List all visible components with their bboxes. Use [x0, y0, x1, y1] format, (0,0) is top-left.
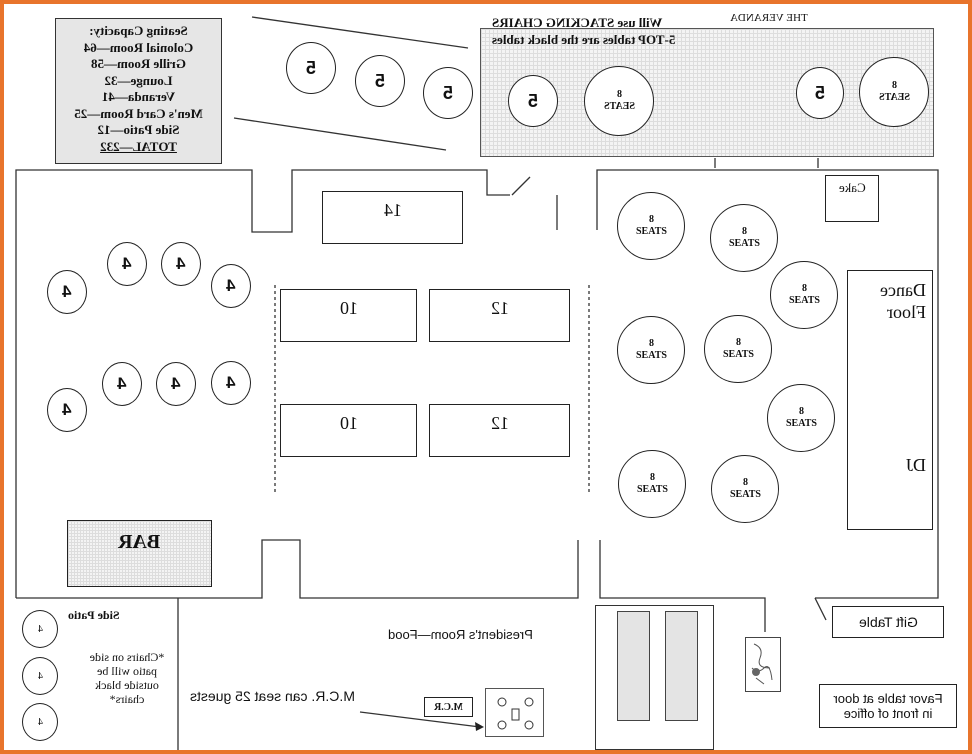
capacity-line: Lounge—32 — [104, 72, 173, 88]
capacity-line: Grille Room—58 — [91, 56, 186, 71]
long-table-14[interactable]: 14 — [322, 191, 463, 244]
mcr-note: M.C.R. can seat 25 guests — [190, 688, 355, 704]
long-table-12[interactable]: 12 — [429, 289, 570, 342]
five-top-table[interactable]: 5 — [423, 67, 473, 119]
veranda-table[interactable]: 8 SEATS — [584, 66, 654, 136]
sketch-icon — [751, 643, 773, 685]
seating-capacity-box: Seating Capacity: Colonial Room—64 Grill… — [55, 18, 222, 164]
four-top-table[interactable]: 4 — [161, 242, 201, 286]
capacity-line: Colonial Room—64 — [83, 39, 194, 55]
bar[interactable]: BAR — [67, 520, 212, 587]
side-patio-title: Side Patio — [68, 608, 120, 622]
four-top-table[interactable]: 4 — [107, 242, 147, 286]
veranda-label: THE VERANDA — [730, 12, 808, 24]
veranda-table[interactable]: 8 SEATS — [859, 57, 929, 127]
long-table-12[interactable]: 12 — [429, 404, 570, 457]
mcr-table-icon — [497, 697, 534, 730]
four-top-table[interactable]: 4 — [47, 270, 87, 314]
side-patio-table[interactable]: 4 — [22, 703, 58, 741]
four-top-table[interactable]: 4 — [102, 362, 142, 406]
side-patio-note: *Chairs on side patio will be outside bl… — [89, 650, 165, 706]
long-table-10[interactable]: 10 — [280, 289, 417, 342]
four-top-table[interactable]: 4 — [156, 362, 196, 406]
veranda-table[interactable]: 5 — [796, 67, 844, 119]
food-table[interactable] — [665, 611, 698, 721]
capacity-line: Men's Card Room—25 — [74, 105, 203, 121]
cake-table[interactable]: Cake — [825, 175, 879, 222]
four-top-table[interactable]: 4 — [211, 264, 251, 308]
four-top-table[interactable]: 4 — [211, 361, 251, 405]
capacity-total: TOTAL—232 — [100, 138, 177, 154]
capacity-line: Veranda—41 — [101, 89, 176, 104]
favor-table[interactable]: Favor table at door in front of office — [819, 684, 957, 728]
dance-floor-label: Dance Floor — [880, 280, 926, 322]
dance-floor[interactable]: Dance Floor DJ — [847, 270, 933, 530]
side-patio-table[interactable]: 4 — [22, 610, 58, 648]
five-top-table[interactable]: 5 — [286, 42, 336, 94]
side-patio-table[interactable]: 4 — [22, 657, 58, 695]
gift-table[interactable]: Gift Table — [832, 606, 944, 638]
capacity-line: Side Patio—12 — [97, 122, 180, 137]
sketch-image — [745, 637, 781, 692]
mcr-label-box: M.C.R — [424, 697, 473, 717]
long-table-10[interactable]: 10 — [280, 404, 417, 457]
presidents-room-label: President's Room—Food — [388, 627, 533, 642]
five-top-table[interactable]: 5 — [355, 55, 405, 107]
five-top-note: 5-TOP tables are the black tables — [492, 32, 676, 47]
mcr-room[interactable] — [485, 688, 544, 737]
capacity-title: Seating Capacity: — [89, 23, 188, 38]
presidents-room-food-area — [595, 605, 714, 750]
four-top-table[interactable]: 4 — [47, 388, 87, 432]
food-table[interactable] — [617, 611, 650, 721]
veranda-table[interactable]: 5 — [508, 75, 558, 127]
dj-label: DJ — [905, 455, 926, 475]
